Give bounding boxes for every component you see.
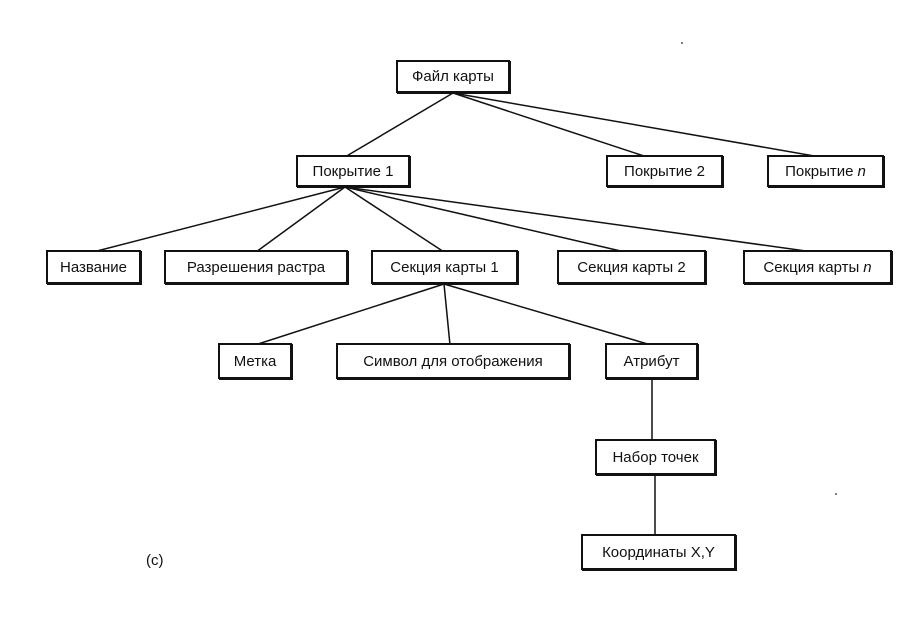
node-coverage-1-label: Покрытие 1 (312, 162, 394, 180)
node-coverage-2: Покрытие 2 (606, 155, 723, 187)
node-map-section-2: Секция карты 2 (557, 250, 706, 284)
edge-coverage-1-map-section-n (344, 186, 814, 253)
node-raster-resolution-label: Разрешения растра (186, 258, 326, 276)
node-raster-resolution: Разрешения растра (164, 250, 348, 284)
edge-map-section-1-attribute (443, 283, 652, 346)
edge-coverage-1-map-section-1 (344, 186, 445, 253)
node-coverage-n: Покрытие n (767, 155, 884, 187)
node-coordinates: Координаты X,Y (581, 534, 736, 570)
node-point-set-label: Набор точек (612, 448, 699, 466)
node-point-set: Набор точек (595, 439, 716, 475)
edge-map-section-1-label-mark (254, 283, 445, 346)
node-coverage-n-label: Покрытие (785, 162, 854, 180)
node-map-file-label: Файл карты (412, 68, 494, 85)
edge-map-file-coverage-2 (452, 92, 648, 158)
node-label-mark-label: Метка (233, 352, 277, 370)
node-map-section-n-label: Секция карты (763, 258, 860, 276)
node-map-section-2-label: Секция карты 2 (577, 258, 686, 276)
node-display-symbol-label: Символ для отображения (363, 352, 543, 370)
node-attribute-label: Атрибут (623, 352, 680, 370)
node-coverage-n-suffix: n (857, 162, 866, 180)
node-name: Название (46, 250, 141, 284)
node-display-symbol: Символ для отображения (336, 343, 570, 379)
node-map-section-n: Секция карты n (743, 250, 892, 284)
node-coverage-1: Покрытие 1 (296, 155, 410, 187)
node-name-label: Название (59, 258, 128, 276)
scan-speck (681, 42, 683, 44)
edge-coverage-1-name (92, 186, 346, 253)
node-map-section-1: Секция карты 1 (371, 250, 518, 284)
node-map-section-n-suffix: n (863, 258, 872, 276)
edge-map-file-coverage-1 (344, 92, 454, 158)
figure-caption: (c) (146, 552, 164, 569)
node-coordinates-label: Координаты X,Y (602, 543, 715, 561)
edge-coverage-1-map-section-2 (344, 186, 626, 253)
node-map-file: Файл карты (396, 60, 510, 93)
edge-map-section-1-display-symbol (443, 283, 451, 346)
node-attribute: Атрибут (605, 343, 698, 379)
edge-map-file-coverage-n (452, 92, 821, 158)
node-label-mark: Метка (218, 343, 292, 379)
node-coverage-2-label: Покрытие 2 (624, 162, 705, 180)
node-map-section-1-label: Секция карты 1 (390, 258, 499, 276)
scan-speck (835, 493, 837, 495)
edge-coverage-1-raster-resolution (255, 186, 346, 253)
